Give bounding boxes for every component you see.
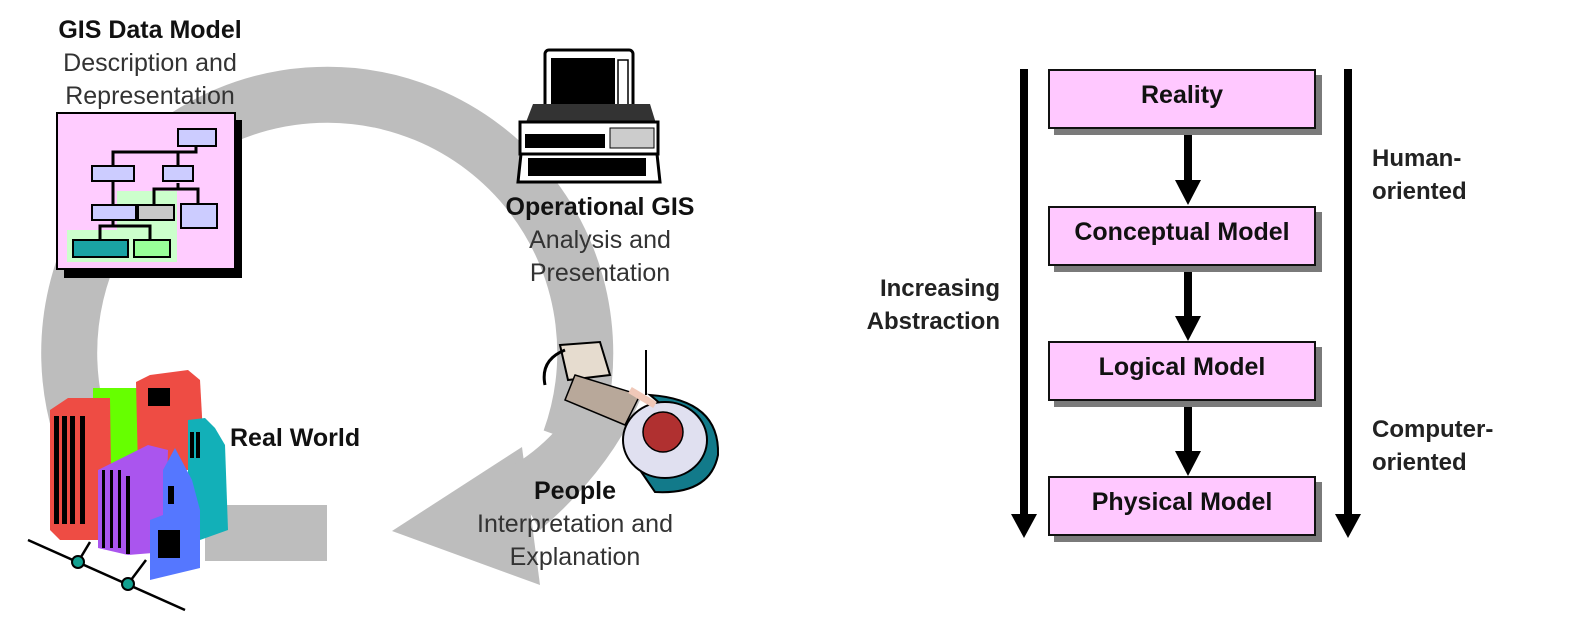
label-line: oriented bbox=[1372, 178, 1467, 205]
city-buildings-icon bbox=[27, 370, 228, 612]
stage-people: People Interpretation and Explanation bbox=[455, 475, 695, 574]
stage-real-world: Real World bbox=[230, 422, 390, 455]
cycle-arrow-head bbox=[392, 447, 540, 585]
level-connector-arrow bbox=[1175, 268, 1201, 341]
stage-title: Real World bbox=[230, 424, 361, 452]
stage-subtitle-line: Presentation bbox=[529, 259, 671, 287]
computer-oriented-label: Computer- oriented bbox=[1372, 413, 1552, 479]
stage-title: GIS Data Model bbox=[58, 16, 242, 44]
label-line: oriented bbox=[1372, 449, 1467, 476]
data-model-diagram-icon bbox=[56, 112, 242, 278]
stage-gis-data-model: GIS Data Model Description and Represent… bbox=[30, 14, 270, 113]
cycle-arrow-arc bbox=[41, 66, 614, 489]
level-box-physical-model: Physical Model bbox=[1048, 476, 1316, 536]
stage-title: Operational GIS bbox=[505, 193, 695, 221]
level-box-reality: Reality bbox=[1048, 69, 1316, 129]
level-box-conceptual-model: Conceptual Model bbox=[1048, 206, 1316, 266]
label-line: Abstraction bbox=[866, 308, 1000, 335]
level-box-logical-model: Logical Model bbox=[1048, 341, 1316, 401]
orientation-arrow bbox=[1335, 69, 1361, 538]
stage-subtitle-line: Analysis and bbox=[529, 226, 671, 254]
level-connector-arrow bbox=[1175, 130, 1201, 205]
level-connector-arrow bbox=[1175, 403, 1201, 476]
stage-title: People bbox=[534, 477, 616, 505]
stage-subtitle-line: Explanation bbox=[509, 543, 641, 571]
increasing-abstraction-label: Increasing Abstraction bbox=[840, 272, 1000, 338]
desktop-computer-icon bbox=[516, 48, 662, 184]
label-line: Increasing bbox=[879, 275, 1000, 302]
stage-subtitle-line: Description and bbox=[63, 49, 237, 77]
person-at-desk-icon bbox=[542, 340, 720, 494]
label-line: Human- bbox=[1372, 145, 1462, 172]
human-oriented-label: Human- oriented bbox=[1372, 142, 1552, 208]
stage-subtitle-line: Interpretation and bbox=[477, 510, 673, 538]
stage-operational-gis: Operational GIS Analysis and Presentatio… bbox=[478, 191, 722, 290]
stage-subtitle-line: Representation bbox=[65, 82, 235, 110]
label-line: Computer- bbox=[1372, 416, 1494, 443]
increasing-abstraction-arrow bbox=[1011, 69, 1037, 538]
